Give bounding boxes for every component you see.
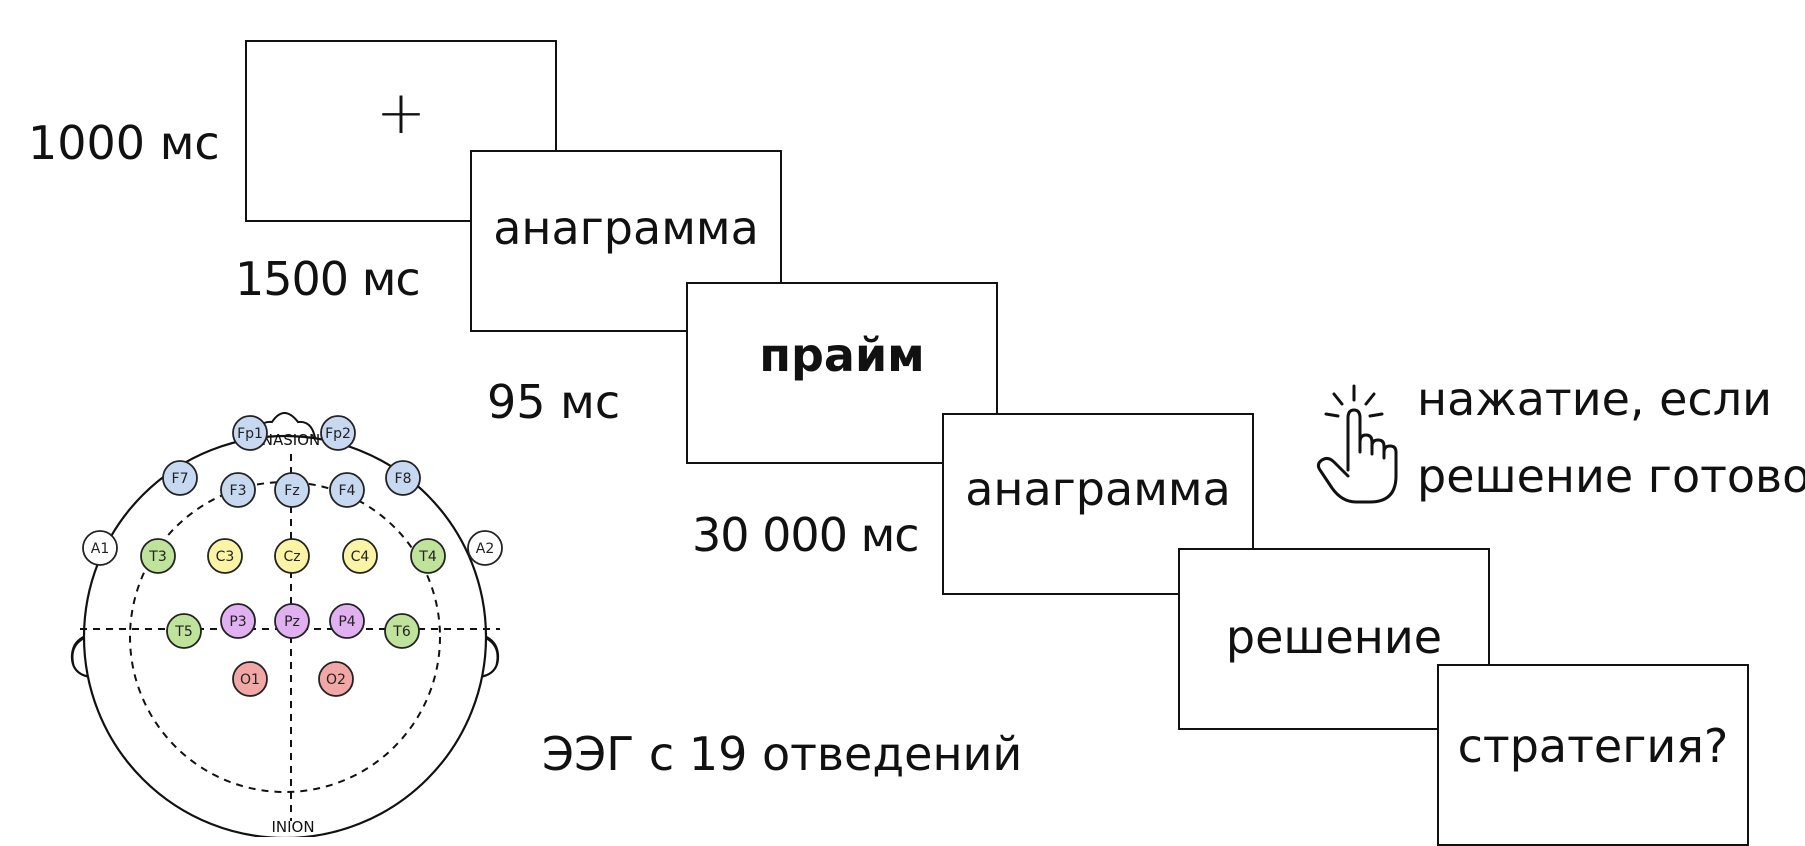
solution-text: решение (1225, 610, 1443, 664)
strategy-text: стратегия? (1457, 719, 1729, 773)
prime-text: прайм (759, 328, 925, 382)
electrode-t3 (140, 538, 176, 574)
electrode-fz (274, 472, 310, 508)
electrode-label-o1: O1 (240, 672, 260, 688)
inion-label: INION (271, 818, 314, 836)
electrode-f7 (162, 460, 198, 496)
fixation-cross: + (375, 78, 427, 148)
electrode-t6 (384, 613, 420, 649)
response-note-line1: нажатие, если (1417, 372, 1773, 426)
electrode-label-c3: C3 (216, 549, 235, 565)
strategy-frame: стратегия? (1437, 664, 1749, 846)
duration-prime: 95 мс (487, 375, 621, 429)
electrode-label-t4: T4 (418, 549, 437, 565)
duration-solve: 30 000 мс (692, 508, 920, 562)
electrode-pz (274, 603, 310, 639)
electrode-label-o2: O2 (326, 672, 346, 688)
duration-anagram: 1500 мс (235, 252, 421, 306)
electrode-label-f8: F8 (395, 471, 412, 487)
electrode-o1 (232, 661, 268, 697)
electrode-f3 (220, 472, 256, 508)
electrode-t5 (166, 613, 202, 649)
electrode-p4 (329, 603, 365, 639)
duration-fixation: 1000 мс (28, 116, 220, 170)
electrode-f8 (385, 460, 421, 496)
electrode-cz (274, 538, 310, 574)
fixation-frame: + (245, 40, 557, 222)
electrode-o2 (318, 661, 354, 697)
electrode-p3 (220, 603, 256, 639)
anagram-text-2: анаграмма (965, 462, 1231, 516)
electrode-label-pz: Pz (284, 614, 300, 630)
electrode-label-p4: P4 (338, 614, 355, 630)
electrode-label-a1: A1 (91, 541, 109, 557)
anagram-frame-2: анаграмма (942, 413, 1254, 595)
electrode-label-p3: P3 (229, 614, 246, 630)
electrode-f4 (329, 472, 365, 508)
electrode-label-fp1: Fp1 (237, 426, 263, 442)
electrode-label-c4: C4 (351, 549, 370, 565)
pointing-hand-click-icon (1316, 384, 1398, 504)
electrode-label-f4: F4 (339, 483, 356, 499)
electrode-a1 (82, 530, 118, 566)
electrode-label-f7: F7 (172, 471, 189, 487)
response-note-line2: решение готово (1417, 449, 1805, 503)
electrode-a2 (467, 530, 503, 566)
electrode-label-cz: Cz (283, 549, 300, 565)
electrode-label-fz: Fz (284, 483, 299, 499)
eeg-caption: ЭЭГ с 19 отведений (542, 727, 1023, 781)
electrode-fp1 (232, 415, 268, 451)
electrode-label-f3: F3 (230, 483, 247, 499)
anagram-text-1: анаграмма (493, 201, 759, 255)
electrode-label-fp2: Fp2 (325, 426, 351, 442)
electrode-c4 (342, 538, 378, 574)
solution-frame: решение (1178, 548, 1490, 730)
electrode-label-a2: A2 (476, 541, 494, 557)
electrode-label-t5: T5 (174, 624, 192, 640)
nasion-label: NASION (262, 431, 320, 449)
electrode-fp2 (320, 415, 356, 451)
electrode-label-t6: T6 (392, 624, 411, 640)
electrode-t4 (410, 538, 446, 574)
electrode-label-t3: T3 (148, 549, 166, 565)
electrode-c3 (207, 538, 243, 574)
